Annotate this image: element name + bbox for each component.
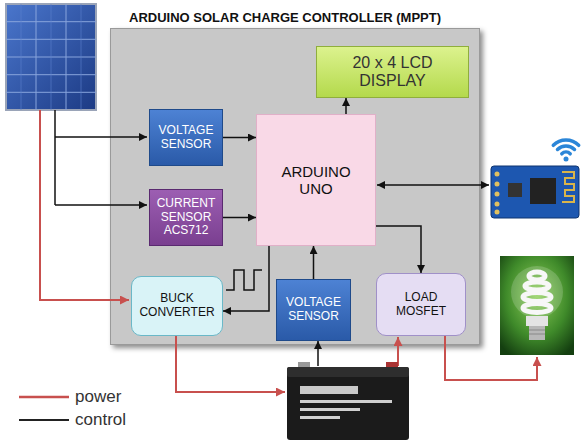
panel-heading: ARDUINO SOLAR CHARGE CONTROLLER (MPPT) (129, 11, 441, 26)
battery (287, 367, 409, 377)
legend-line-sample (19, 396, 69, 399)
legend-line-sample (18, 392, 70, 402)
legend-item: control (18, 409, 126, 431)
wifi-module (495, 192, 500, 197)
box-label: VOLTAGE SENSOR (154, 124, 218, 152)
cfl-bulb (525, 282, 549, 290)
legend-text: power (75, 387, 121, 407)
wifi-symbol (564, 157, 569, 162)
box-label: VOLTAGE SENSOR (281, 296, 346, 324)
control-wire (55, 204, 147, 206)
solar-panel (6, 4, 96, 110)
cfl-bulb (511, 266, 563, 318)
cfl-bulb (523, 293, 551, 302)
control-arrow (223, 217, 256, 219)
legend-line-sample (19, 419, 69, 421)
box-label: CURRENT SENSOR ACS712 (154, 197, 218, 238)
wifi-module (530, 178, 556, 204)
wifi-module (562, 172, 574, 202)
control-wire (377, 184, 489, 186)
wifi-module (495, 210, 500, 215)
power-wire (397, 337, 399, 366)
voltage-sensor-box: VOLTAGE SENSOR (276, 279, 351, 341)
cfl-bulb (529, 326, 545, 340)
power-wire (40, 110, 537, 392)
wifi-module (495, 172, 500, 177)
pwm-signal-symbol (226, 270, 262, 290)
pwm-signal-symbol (226, 270, 262, 290)
converter-box: BUCK CONVERTER (131, 276, 223, 336)
battery (300, 416, 340, 419)
box-label: LOAD MOSFET (386, 291, 456, 319)
wifi-symbol (562, 152, 570, 154)
mosfet-box: LOAD MOSFET (376, 273, 466, 336)
cfl-bulb (529, 272, 545, 280)
control-arrow (313, 246, 315, 279)
wifi-module (491, 166, 579, 218)
cfl-bulb (523, 304, 551, 313)
voltage-sensor-box: VOLTAGE SENSOR (149, 109, 223, 166)
battery (300, 408, 360, 411)
wifi-module (491, 166, 579, 218)
power-wire (176, 335, 285, 392)
control-arrow (223, 137, 256, 139)
controller-panel: ARDUINO SOLAR CHARGE CONTROLLER (MPPT)20… (110, 28, 480, 345)
wifi-symbol (558, 146, 575, 150)
box-label: BUCK CONVERTER (136, 292, 218, 320)
battery (287, 362, 409, 440)
legend-line-sample (18, 415, 70, 425)
control-arrow (345, 98, 347, 114)
cfl-bulb (526, 316, 548, 326)
control-arrow (223, 246, 269, 311)
legend-item: power (18, 386, 121, 408)
control-wire (55, 136, 147, 138)
current-sensor-box: CURRENT SENSOR ACS712 (149, 189, 223, 246)
box-label: ARDUINO UNO (271, 163, 361, 198)
control-wire (317, 341, 319, 366)
wifi-symbol (553, 140, 578, 145)
cfl-bulb (500, 256, 574, 355)
legend-text: control (75, 410, 126, 430)
box-label: 20 x 4 LCD DISPLAY (338, 54, 448, 91)
solar-panel (6, 4, 96, 110)
wifi-module (508, 183, 522, 197)
lcd-display: 20 x 4 LCD DISPLAY (316, 46, 469, 98)
control-wire (54, 110, 56, 205)
battery (300, 386, 358, 394)
wifi-module (495, 182, 500, 187)
control-wire (55, 110, 489, 366)
wifi-module (495, 202, 500, 207)
control-arrow (376, 226, 421, 273)
battery (287, 367, 409, 440)
microcontroller-box: ARDUINO UNO (256, 114, 376, 246)
cfl-bulb (529, 330, 545, 334)
wifi-symbol (553, 140, 578, 161)
solar-panel (21, 4, 81, 110)
cfl-bulb (500, 256, 574, 355)
battery (300, 400, 392, 403)
solar-panel (6, 4, 96, 110)
